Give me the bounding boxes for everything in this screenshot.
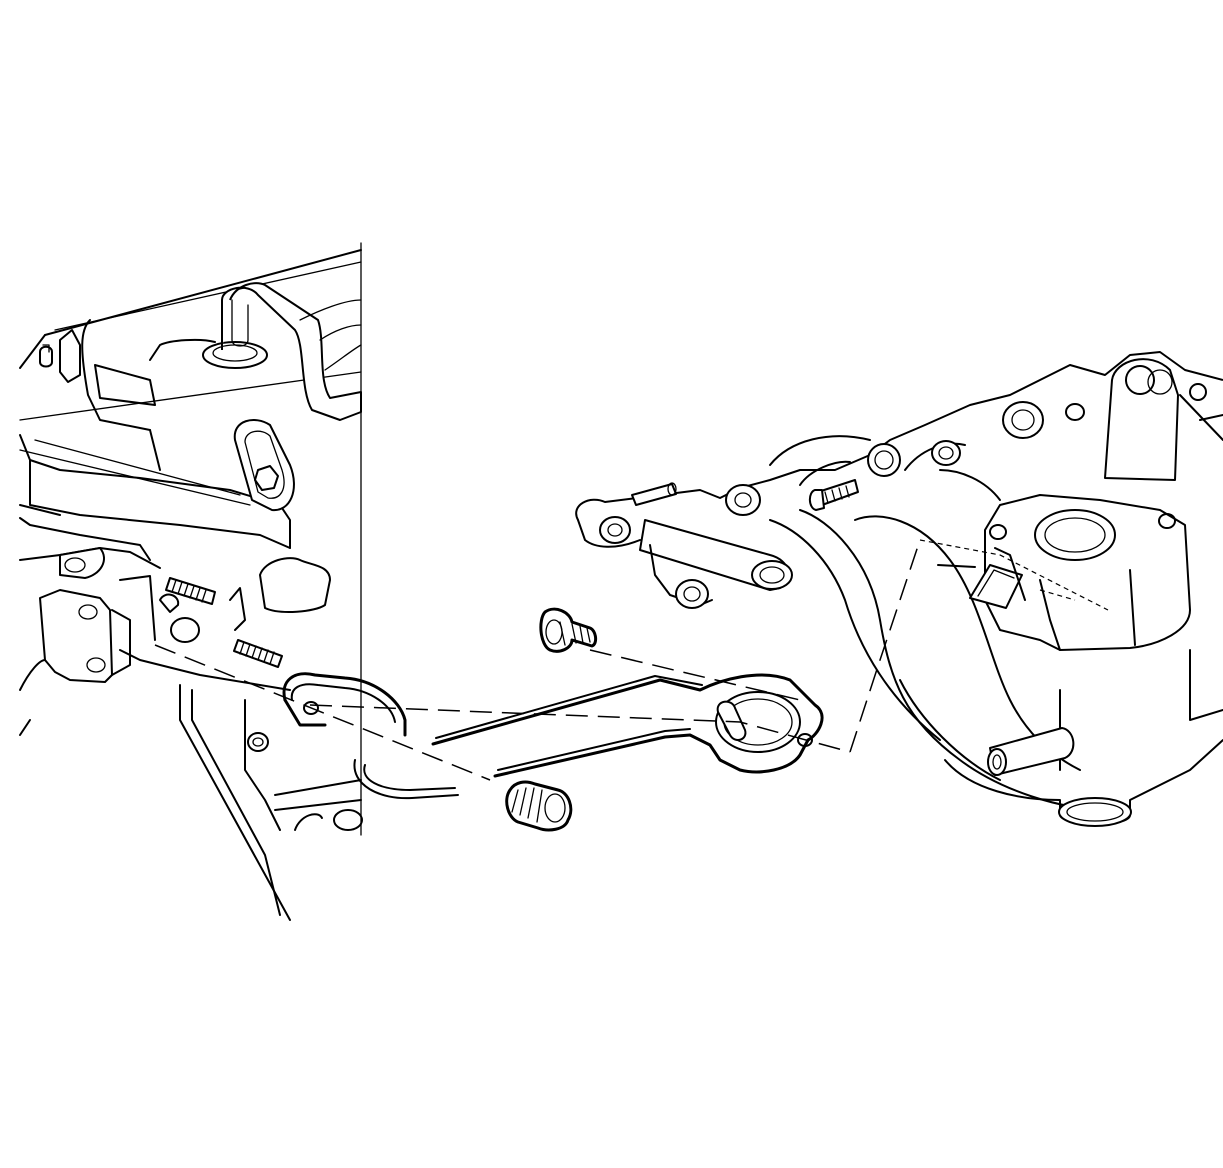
cover-bolt-left [39, 329, 81, 383]
sensor-bracket [919, 539, 1109, 611]
egr-pipe [431, 673, 824, 778]
spark-plug-boss [233, 419, 295, 512]
pcv-hose [202, 282, 362, 421]
intake-manifold [575, 351, 1223, 827]
engine-block [19, 242, 363, 921]
studs [165, 577, 283, 668]
engine-mount-bracket [39, 575, 156, 683]
throttle-body-flange [984, 494, 1191, 651]
alignment-lines [154, 539, 921, 781]
bolt-upper [539, 607, 598, 653]
bolt-lower [505, 780, 573, 832]
gasket [282, 672, 459, 800]
